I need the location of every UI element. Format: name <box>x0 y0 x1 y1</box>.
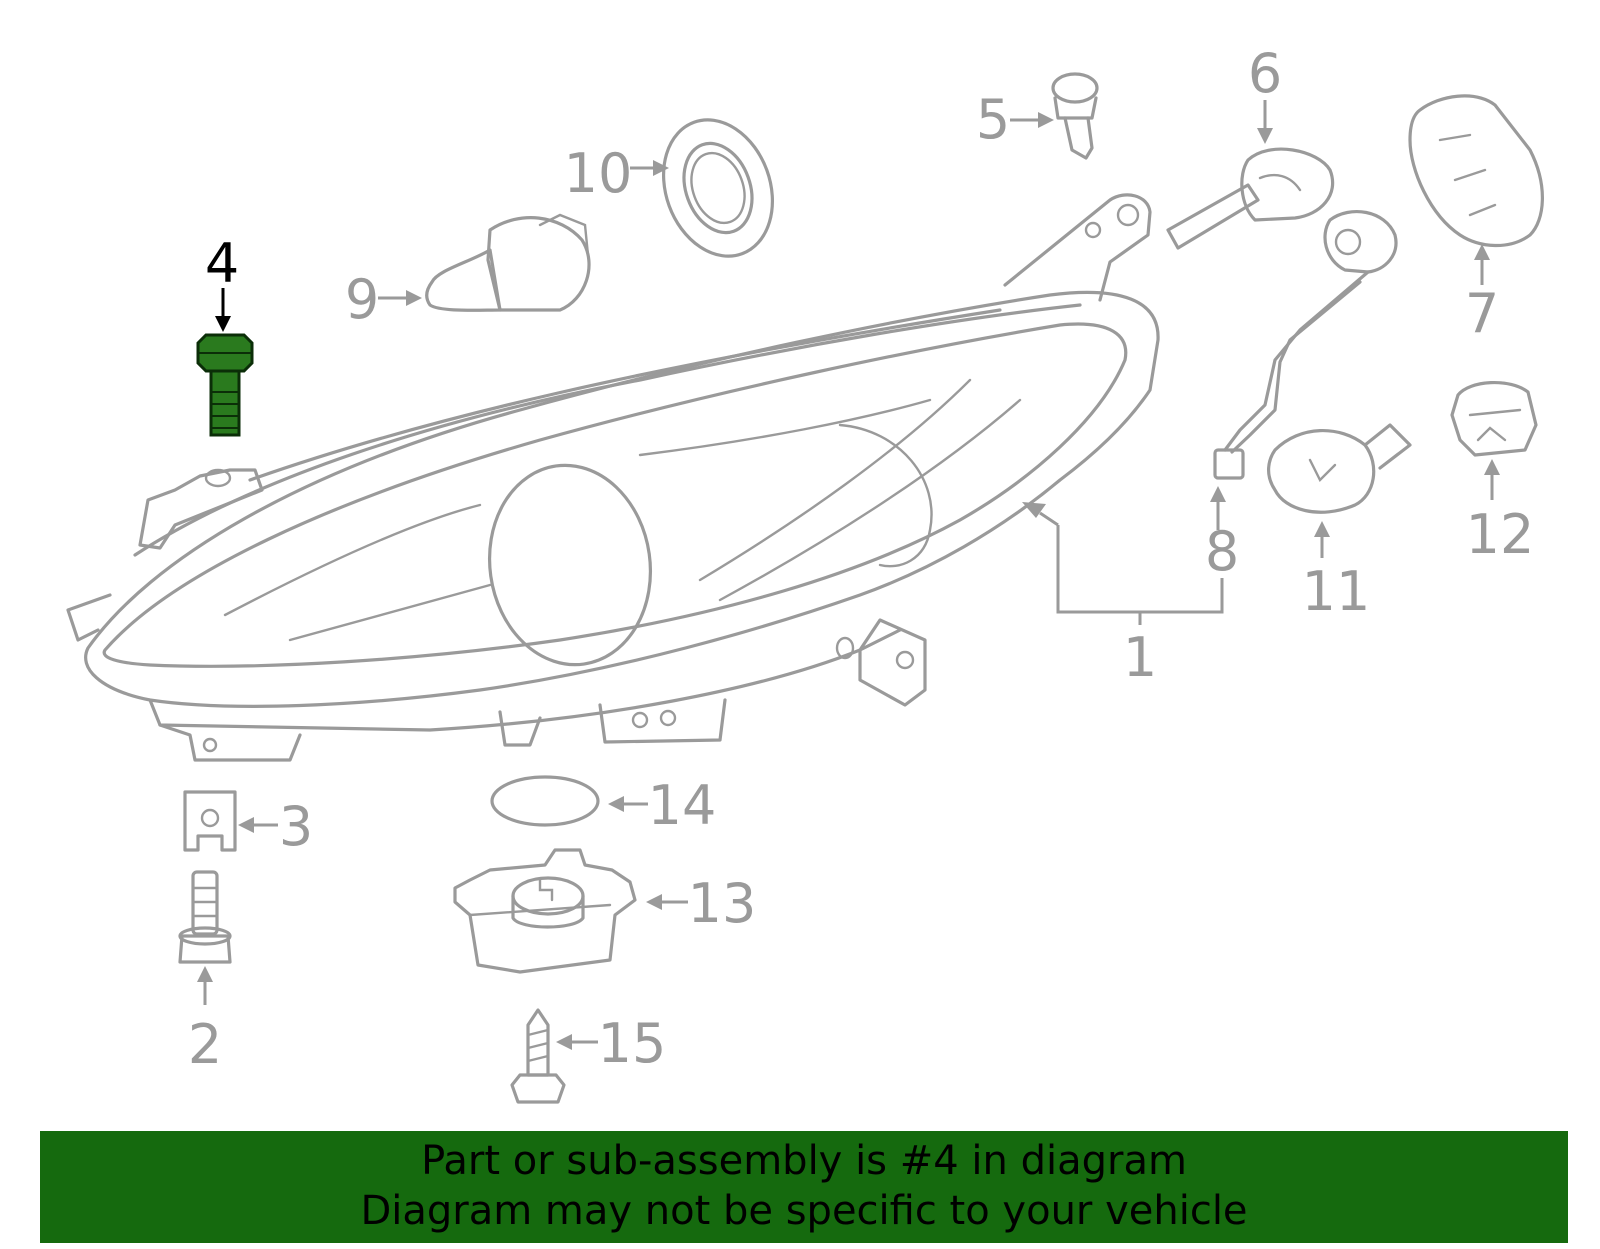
callout-5: 5 <box>976 88 1010 151</box>
bolt-part-4[interactable] <box>196 333 254 437</box>
headlamp-assembly[interactable] <box>66 193 1160 762</box>
seal-part-10[interactable] <box>645 104 791 271</box>
callout-10: 10 <box>564 142 633 205</box>
callout-8: 8 <box>1205 520 1239 583</box>
callout-12: 12 <box>1466 503 1535 566</box>
bulb-part-11[interactable] <box>1267 423 1412 514</box>
callout-3: 3 <box>279 795 313 858</box>
bulb-part-9[interactable] <box>425 213 591 312</box>
callout-1: 1 <box>1123 626 1157 689</box>
banner-line-part: Part or sub-assembly is #4 in diagram <box>421 1138 1187 1184</box>
socket-wire-part-8[interactable] <box>1213 210 1398 480</box>
oring-part-14[interactable] <box>490 775 600 827</box>
bulb-part-6[interactable] <box>1166 147 1335 250</box>
callout-9: 9 <box>345 268 379 331</box>
callout-15: 15 <box>598 1012 667 1075</box>
callout-labels: 1 2 3 4 5 6 7 8 9 10 11 12 13 14 15 <box>188 42 1535 1076</box>
callout-2: 2 <box>188 1013 222 1076</box>
ballast-part-13[interactable] <box>453 848 637 974</box>
callout-4: 4 <box>205 232 239 295</box>
info-banner: Part or sub-assembly is #4 in diagram Di… <box>40 1131 1568 1243</box>
callout-13: 13 <box>688 872 757 935</box>
screw-part-15[interactable] <box>510 1008 566 1104</box>
clip-part-3[interactable] <box>183 790 237 852</box>
bolt-part-2[interactable] <box>178 870 232 964</box>
socket-part-12[interactable] <box>1450 381 1538 457</box>
leader-lines <box>197 100 1500 1050</box>
callout-6: 6 <box>1248 42 1282 105</box>
push-clip-part-5[interactable] <box>1051 72 1099 160</box>
callout-7: 7 <box>1465 282 1499 345</box>
banner-line-disclaimer: Diagram may not be specific to your vehi… <box>360 1188 1248 1234</box>
cover-part-7[interactable] <box>1408 94 1544 248</box>
callout-14: 14 <box>648 774 717 837</box>
callout-11: 11 <box>1302 560 1371 623</box>
